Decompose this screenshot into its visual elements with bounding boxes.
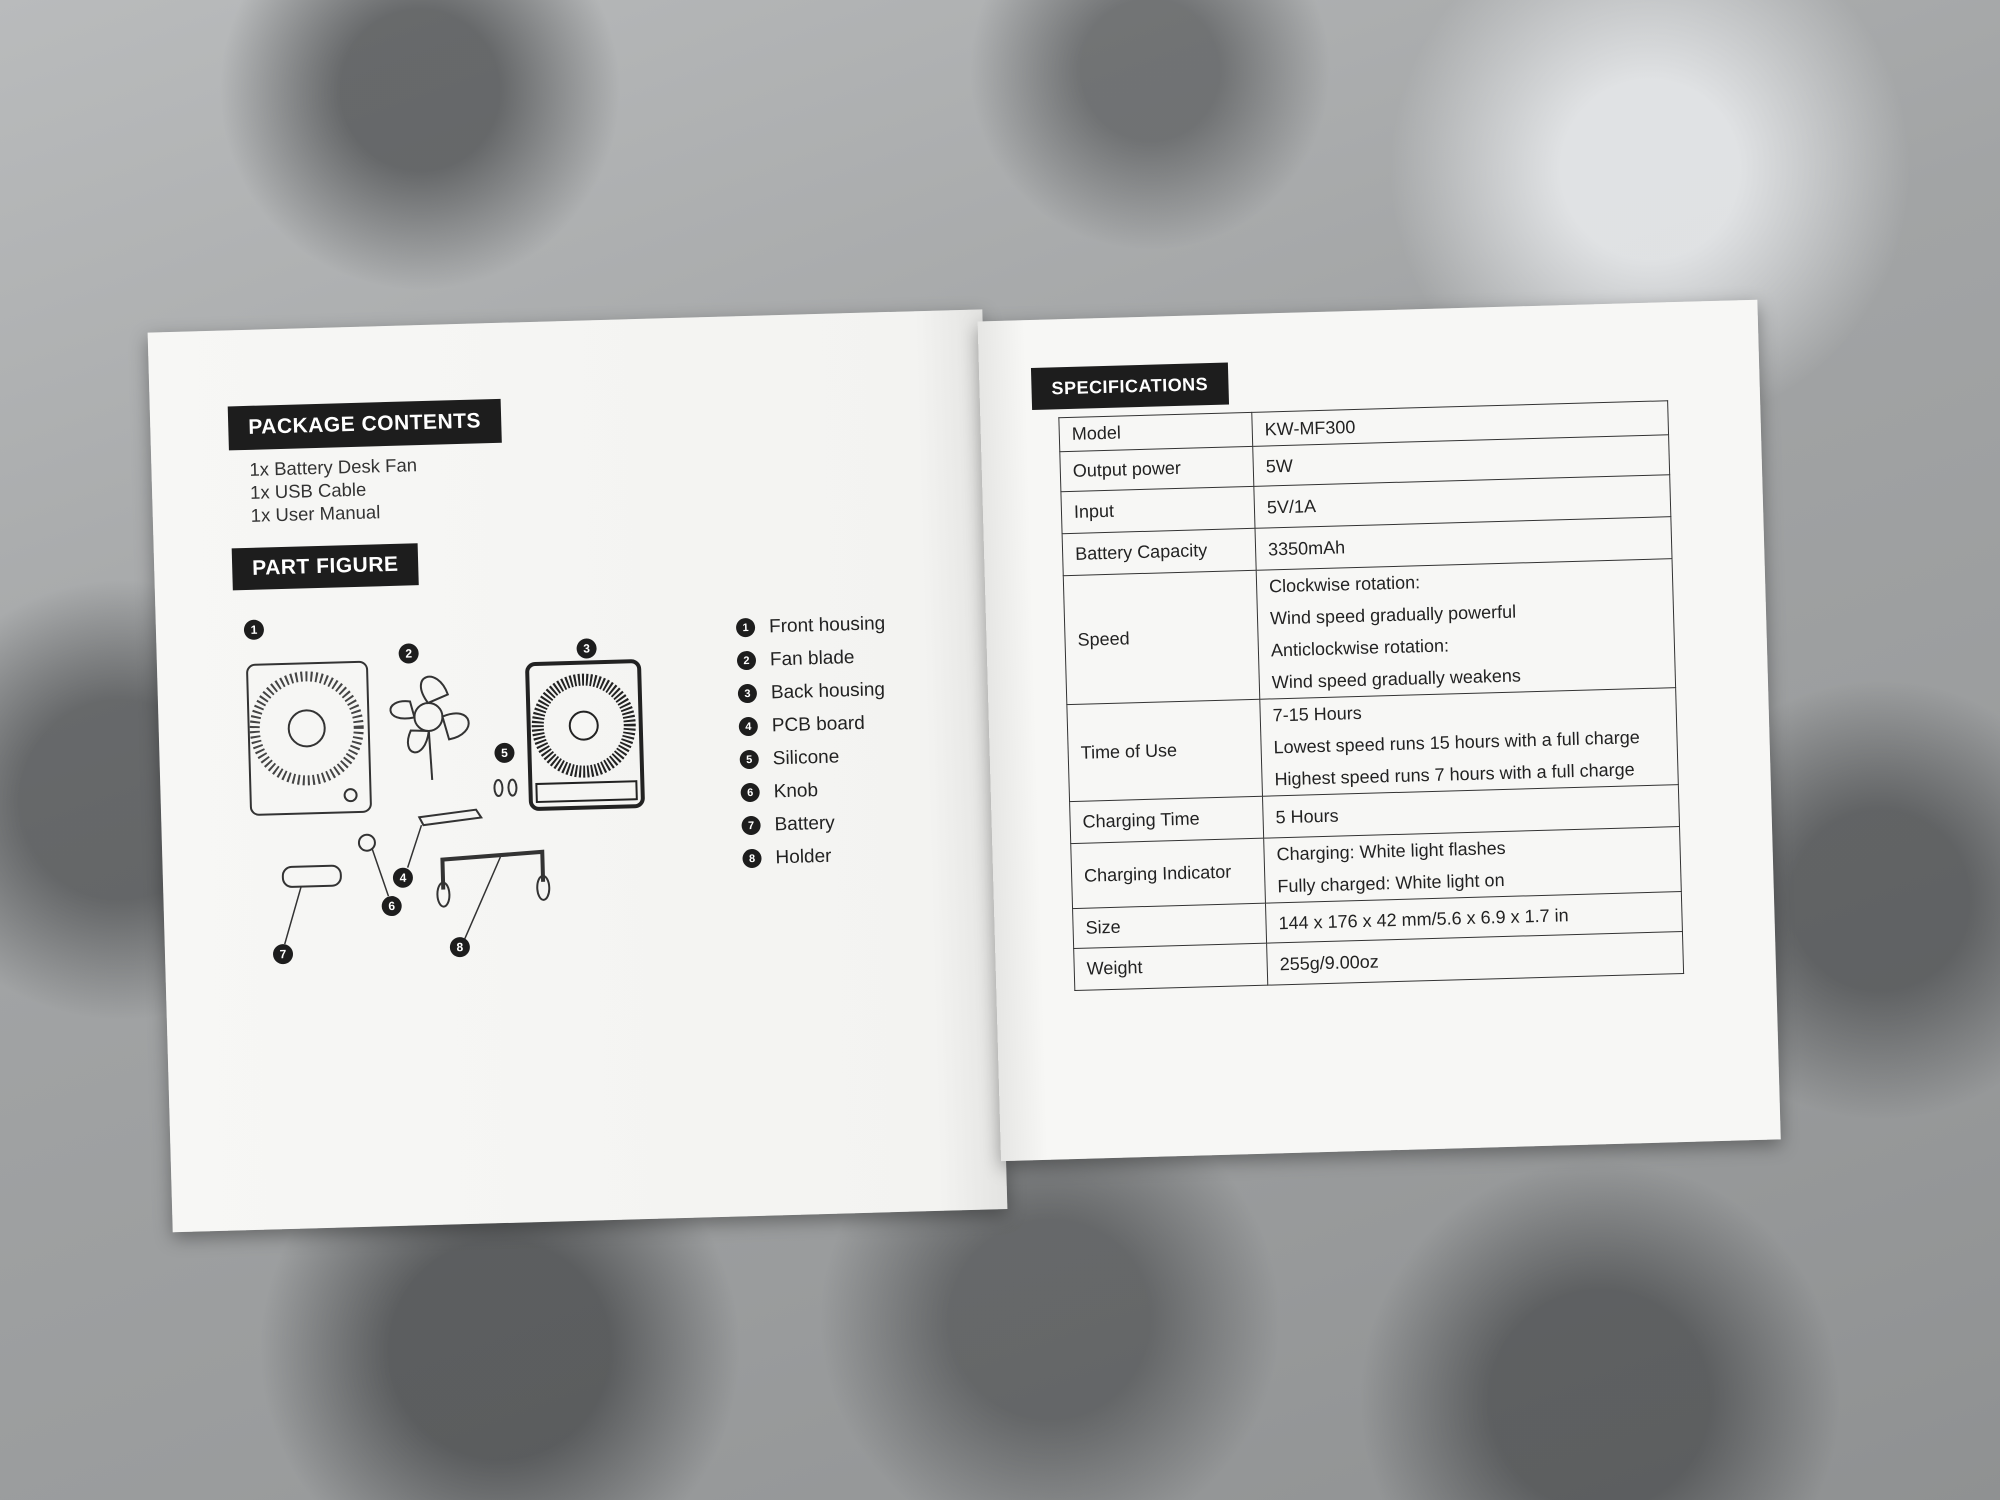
silicone-drawing	[493, 778, 518, 798]
spec-key: Weight	[1073, 943, 1268, 991]
svg-text:2: 2	[405, 646, 412, 660]
legend-item: 8 Holder	[742, 836, 983, 876]
spec-key: Charging Time	[1069, 796, 1264, 844]
legend-number: 5	[739, 749, 760, 770]
manual-booklet: PACKAGE CONTENTS 1x Battery Desk Fan 1x …	[147, 288, 1783, 1243]
fan-blade-drawing	[389, 675, 470, 780]
legend-label: Holder	[775, 845, 832, 868]
legend-label: Front housing	[768, 612, 886, 637]
spec-row: Speed Clockwise rotation: Wind speed gra…	[1063, 558, 1676, 705]
knob-drawing	[357, 833, 390, 897]
legend-label: Battery	[774, 812, 836, 835]
svg-text:7: 7	[279, 947, 286, 961]
legend-label: Knob	[773, 779, 819, 802]
exploded-fan-diagram: 1 2 3 4 5 6 7 8	[243, 619, 645, 965]
svg-text:6: 6	[388, 899, 395, 913]
spec-key: Output power	[1059, 446, 1254, 492]
legend-label: Silicone	[772, 746, 840, 769]
spec-key: Speed	[1063, 570, 1260, 705]
battery-drawing	[281, 864, 342, 945]
svg-text:4: 4	[399, 871, 406, 885]
package-contents-heading: PACKAGE CONTENTS	[227, 398, 502, 451]
spec-key: Model	[1058, 412, 1253, 452]
package-item: 1x Battery Desk Fan	[249, 454, 418, 480]
right-page: SPECIFICATIONS Model KW-MF300 Output pow…	[977, 299, 1781, 1162]
spec-key: Battery Capacity	[1062, 528, 1257, 576]
specifications-table: Model KW-MF300 Output power 5W Input 5V/…	[1058, 400, 1684, 991]
back-housing-drawing	[525, 659, 645, 811]
svg-text:3: 3	[583, 641, 590, 655]
legend-number: 2	[736, 650, 757, 671]
spec-value: Charging: White light flashes Fully char…	[1263, 826, 1682, 904]
pcb-board-drawing	[406, 808, 483, 868]
part-figure-heading: PART FIGURE	[231, 543, 420, 591]
legend-number: 4	[738, 716, 759, 737]
legend-number: 3	[737, 683, 758, 704]
left-page: PACKAGE CONTENTS 1x Battery Desk Fan 1x …	[147, 309, 1008, 1233]
package-contents-list: 1x Battery Desk Fan 1x USB Cable 1x User…	[249, 453, 418, 527]
holder-drawing	[436, 849, 551, 940]
legend-number: 1	[735, 617, 756, 638]
legend-label: Fan blade	[769, 646, 855, 670]
spec-key: Charging Indicator	[1070, 838, 1266, 909]
spec-key: Size	[1072, 903, 1267, 949]
spec-value: 7-15 Hours Lowest speed runs 15 hours wi…	[1259, 687, 1679, 797]
package-item: 1x User Manual	[250, 501, 381, 526]
spec-key: Input	[1060, 486, 1256, 534]
legend-number: 8	[742, 848, 762, 869]
spec-value: Clockwise rotation: Wind speed gradually…	[1256, 558, 1676, 700]
legend-number: 7	[741, 815, 761, 836]
svg-text:5: 5	[501, 746, 508, 760]
legend-label: Back housing	[770, 678, 886, 703]
svg-text:1: 1	[250, 623, 257, 637]
legend-number: 6	[740, 782, 760, 803]
svg-text:8: 8	[456, 940, 463, 954]
front-housing-drawing	[246, 660, 372, 816]
legend-label: PCB board	[771, 712, 866, 736]
spec-row: Time of Use 7-15 Hours Lowest speed runs…	[1066, 687, 1679, 802]
specifications-heading: SPECIFICATIONS	[1030, 362, 1229, 410]
part-number-markers: 1 2 3 4 5 6 7 8	[243, 619, 597, 965]
spec-key: Time of Use	[1066, 699, 1263, 802]
